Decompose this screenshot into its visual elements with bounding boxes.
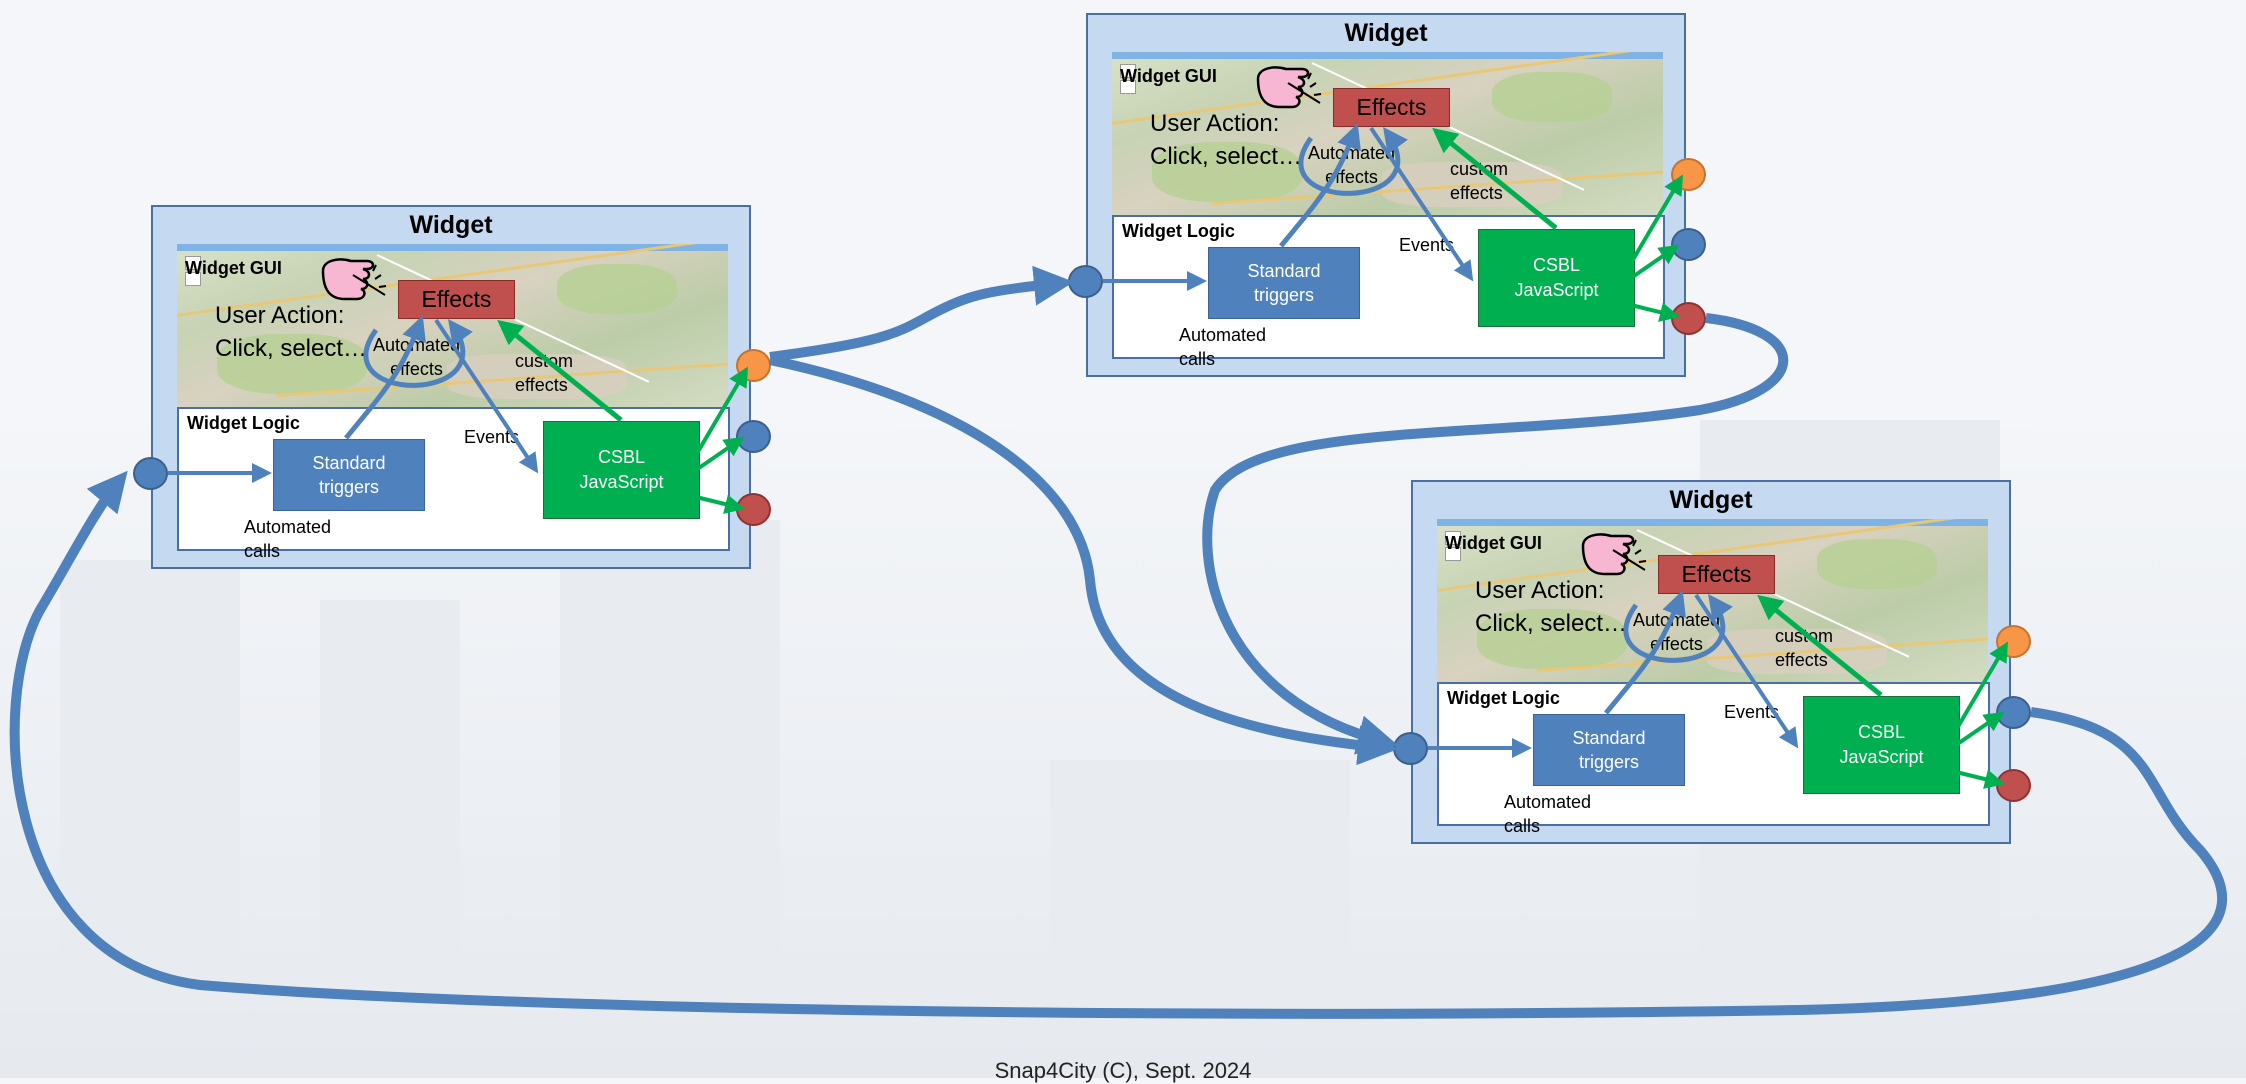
automated-calls-label: Automated calls [1504, 792, 1592, 836]
automated-effects-loop-arrow [363, 318, 473, 388]
widget-title: Widget [409, 211, 493, 239]
events-arrow [434, 318, 539, 474]
custom-effects-arrow [1757, 594, 1883, 697]
widget-left: Widget Widget GUI User Action: Click, se… [151, 205, 751, 569]
events-label: Events [464, 427, 520, 447]
zoom-out-icon[interactable] [185, 272, 201, 286]
csbl-javascript-box: CSBL JavaScript [1803, 696, 1960, 794]
widget-title: Widget [1669, 486, 1753, 514]
csbl-javascript-box: CSBL JavaScript [1478, 229, 1635, 327]
widget-logic-label: Widget Logic [1122, 221, 1235, 241]
background-building [320, 600, 460, 980]
user-action-text: User Action: Click, select… [215, 302, 368, 362]
widget-bottom-right: Widget Widget GUI User Action: Click, se… [1411, 480, 2011, 844]
map-park [1152, 142, 1302, 202]
csbl-to-red-port-arrow [695, 494, 745, 514]
standard-triggers-label: Standard triggers [1572, 728, 1646, 772]
custom-effects-arrow [1432, 127, 1558, 230]
zoom-in-icon[interactable] [1120, 64, 1136, 78]
csbl-to-red-port-arrow [1955, 769, 2005, 789]
flow-arrow-top-to-bottom [1202, 313, 1789, 755]
standard-triggers-box: Standard triggers [1208, 247, 1360, 319]
map-title-bar [1437, 519, 1988, 526]
custom-effects-arrow [497, 319, 623, 422]
user-action-text: User Action: Click, select… [1150, 110, 1303, 170]
map-park [217, 334, 367, 394]
widget-gui-label: Widget GUI [1445, 533, 1542, 553]
standard-triggers-box: Standard triggers [1533, 714, 1685, 786]
map-title-bar [1112, 52, 1663, 59]
widget-top-right: Widget Widget GUI User Action: Click, se… [1086, 13, 1686, 377]
events-label: Events [1399, 235, 1455, 255]
zoom-in-icon[interactable] [185, 256, 201, 270]
flow-arrow-bottom-to-left [9, 470, 2228, 1019]
events-label: Events [1724, 702, 1780, 722]
automated-calls-label: Automated calls [1179, 325, 1267, 369]
standard-triggers-label: Standard triggers [1247, 261, 1321, 305]
csbl-to-orange-port-arrow [694, 366, 749, 457]
flow-arrow-left-to-top [769, 265, 1074, 362]
map-park [1477, 609, 1627, 669]
pointing-hand-icon [1256, 66, 1322, 109]
footer-copyright: Snap4City (C), Sept. 2024 [994, 1058, 1252, 1083]
pointing-hand-icon [321, 258, 387, 301]
csbl-to-orange-port-arrow [1954, 641, 2009, 732]
effects-box: Effects [1333, 88, 1450, 127]
csbl-to-blue-port-arrow [694, 436, 745, 472]
automated-effects-loop-arrow [1623, 593, 1733, 663]
output-port-orange-widget-top-right[interactable] [1671, 158, 1706, 191]
widget-logic-label: Widget Logic [1447, 688, 1560, 708]
events-arrow [1369, 126, 1474, 282]
automated-calls-label: Automated calls [244, 517, 332, 561]
flow-arrow-left-to-bottom [768, 355, 1398, 766]
zoom-in-icon[interactable] [1445, 531, 1461, 545]
automated-effects-loop-arrow [1298, 126, 1408, 196]
background-building [60, 560, 240, 980]
widget-gui-label: Widget GUI [1120, 66, 1217, 86]
csbl-javascript-box: CSBL JavaScript [543, 421, 700, 519]
zoom-out-icon[interactable] [1120, 80, 1136, 94]
csbl-to-blue-port-arrow [1954, 711, 2005, 747]
csbl-javascript-label: CSBL JavaScript [1839, 722, 1924, 767]
csbl-to-red-port-arrow [1630, 302, 1680, 322]
csbl-to-orange-port-arrow [1629, 174, 1684, 265]
background-building [1050, 760, 1350, 980]
custom-effects-label: custom effects [1775, 626, 1834, 670]
user-action-text: User Action: Click, select… [1475, 577, 1628, 637]
effects-box: Effects [1658, 555, 1775, 594]
pointing-hand-icon [1581, 533, 1647, 576]
custom-effects-label: custom effects [1450, 159, 1509, 203]
widget-logic-label: Widget Logic [187, 413, 300, 433]
custom-effects-label: custom effects [515, 351, 574, 395]
standard-triggers-label: Standard triggers [312, 453, 386, 497]
zoom-out-icon[interactable] [1445, 547, 1461, 561]
input-port-widget-left[interactable] [133, 457, 168, 490]
effects-box: Effects [398, 280, 515, 319]
widget-title: Widget [1344, 19, 1428, 47]
events-arrow [1694, 593, 1799, 749]
standard-triggers-box: Standard triggers [273, 439, 425, 511]
map-park [1492, 72, 1612, 122]
widget-gui-label: Widget GUI [185, 258, 282, 278]
map-park [557, 264, 677, 314]
map-title-bar [177, 244, 728, 251]
background-building [560, 520, 780, 980]
map-park [1817, 539, 1937, 589]
csbl-to-blue-port-arrow [1629, 244, 1680, 280]
csbl-javascript-label: CSBL JavaScript [579, 447, 664, 492]
csbl-javascript-label: CSBL JavaScript [1514, 255, 1599, 300]
